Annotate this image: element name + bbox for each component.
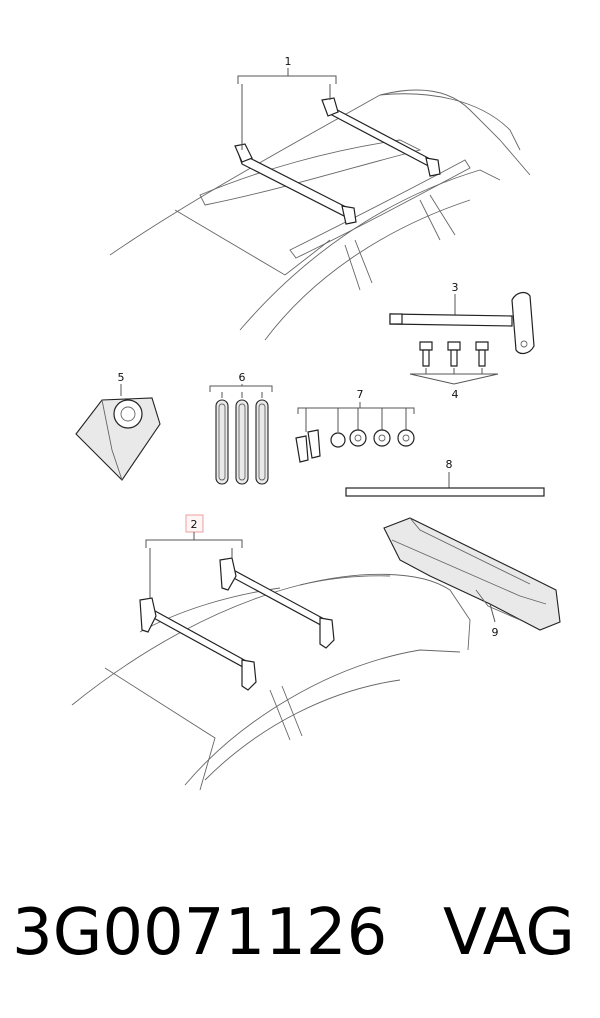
callout-6-label: 6: [239, 371, 246, 384]
part-5-mounting-foot: 5: [75, 371, 161, 481]
part-8-strip: 8: [345, 458, 545, 497]
callout-9-label: 9: [492, 626, 499, 639]
callout-5-label: 5: [118, 371, 125, 384]
brand-name: VAG: [443, 896, 575, 970]
callout-1: 1: [237, 55, 337, 150]
part-2-roof-bars: [139, 557, 335, 691]
wagon-roof-illustration: [109, 89, 531, 341]
callout-3-label: 3: [452, 281, 459, 294]
part-6-rubber-strips: 6: [209, 371, 273, 485]
part-1-roof-bars: [234, 97, 441, 225]
callout-2: 2: [145, 514, 243, 598]
roof-rack-parts-diagram: 1 3 4 5 6: [71, 55, 561, 791]
part-9-storage-bag: 9: [383, 517, 561, 639]
callout-4-label: 4: [452, 388, 459, 401]
part-number: 3G0071126: [12, 896, 388, 970]
callout-8-label: 8: [446, 458, 453, 471]
callout-2-label: 2: [191, 518, 198, 531]
part-4-bolts: 4: [409, 341, 499, 401]
part-7-lock-set: 7: [295, 388, 415, 463]
sedan-roof-illustration: [71, 573, 471, 791]
callout-1-label: 1: [285, 55, 292, 68]
part-3-tool: 3: [389, 281, 535, 355]
callout-7-label: 7: [357, 388, 364, 401]
